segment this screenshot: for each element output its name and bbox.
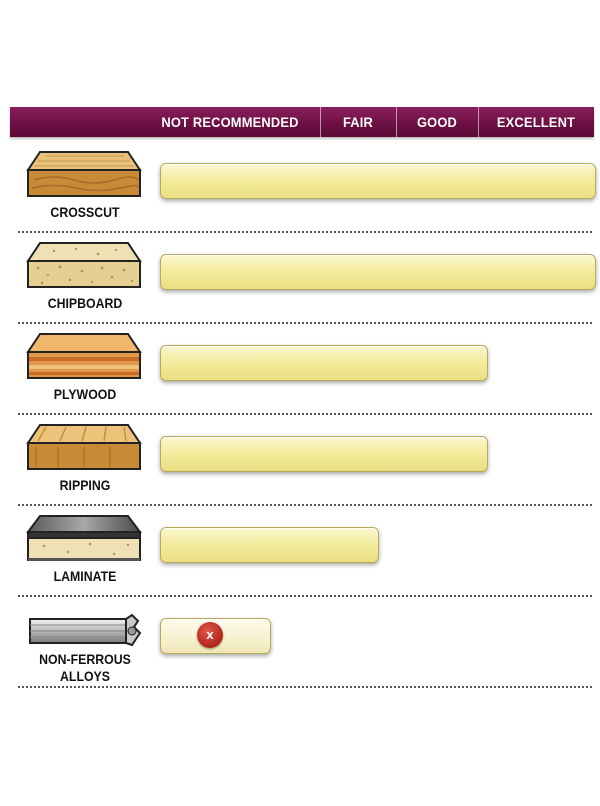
material-label: LAMINATE [19, 568, 151, 585]
not-recommended-x-icon: x [197, 622, 223, 648]
wood-crosscut-icon [24, 150, 142, 202]
scale-label-fair: FAIR [342, 114, 374, 130]
material-label-line: CROSSCUT [50, 204, 120, 220]
rating-bar [160, 163, 596, 199]
scale-divider [320, 107, 321, 137]
scale-divider [396, 107, 397, 137]
material-label-line: PLYWOOD [53, 386, 117, 402]
rating-row: LAMINATE [0, 514, 600, 606]
rating-bar [160, 527, 379, 563]
material-label: CHIPBOARD [19, 295, 151, 312]
rating-bar [160, 254, 596, 290]
scale-label-not-recommended: NOT RECOMMENDED [161, 114, 299, 130]
row-divider [18, 413, 592, 415]
material-label: RIPPING [19, 477, 151, 494]
wood-ripping-icon [24, 423, 142, 475]
rating-row: RIPPING [0, 423, 600, 515]
material-label-line: NON-FERROUS [39, 651, 131, 667]
rating-scale-header: NOT RECOMMENDED FAIR GOOD EXCELLENT [10, 107, 594, 137]
material-label: PLYWOOD [19, 386, 151, 403]
material-label: CROSSCUT [19, 204, 151, 221]
plywood-icon [24, 332, 142, 384]
metal-rod-icon [24, 605, 142, 657]
scale-divider [478, 107, 479, 137]
material-label-line: LAMINATE [53, 568, 117, 584]
row-divider [18, 686, 592, 688]
row-divider [18, 322, 592, 324]
material-label-line: RIPPING [59, 477, 111, 493]
rating-bar [160, 436, 488, 472]
rating-row: CROSSCUT [0, 150, 600, 242]
material-label-line: ALLOYS [60, 668, 110, 684]
row-divider [18, 595, 592, 597]
rating-row: PLYWOOD [0, 332, 600, 424]
laminate-icon [24, 514, 142, 566]
row-divider [18, 504, 592, 506]
rating-row: CHIPBOARD [0, 241, 600, 333]
rating-bar [160, 345, 488, 381]
chipboard-icon [24, 241, 142, 293]
material-label-line: CHIPBOARD [47, 295, 123, 311]
scale-label-excellent: EXCELLENT [496, 114, 576, 130]
scale-label-good: GOOD [416, 114, 458, 130]
row-divider [18, 231, 592, 233]
